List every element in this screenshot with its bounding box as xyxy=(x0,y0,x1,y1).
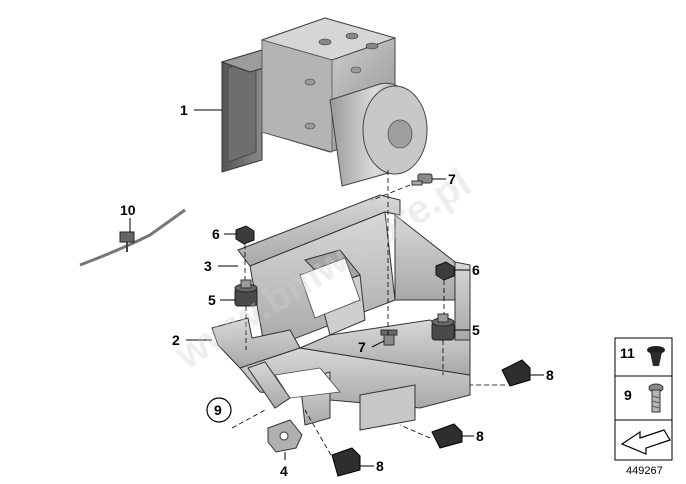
clip-bottom xyxy=(331,447,361,477)
legend-label-11: 11 xyxy=(620,345,635,361)
clip-right xyxy=(501,359,531,387)
diagram-number: 449267 xyxy=(626,465,663,477)
callout-8-bottom: 8 xyxy=(376,458,384,474)
callout-8-right: 8 xyxy=(546,367,554,383)
callout-9: 9 xyxy=(214,402,222,418)
screw-icon xyxy=(648,383,664,413)
callout-1: 1 xyxy=(180,102,188,118)
assembly-lines xyxy=(231,170,505,463)
legend-box-9 xyxy=(614,375,673,421)
push-rivet-icon xyxy=(647,346,665,366)
callout-10: 10 xyxy=(120,202,136,218)
abs-hydraulic-unit xyxy=(220,17,428,187)
rubber-mount-left xyxy=(234,279,258,307)
callout-6-left: 6 xyxy=(212,226,220,242)
callout-3: 3 xyxy=(204,258,212,274)
nut-right xyxy=(435,261,455,281)
legend-box-11 xyxy=(614,337,673,377)
parts-legend: 11 9 449267 xyxy=(614,337,673,477)
callout-7-bottom: 7 xyxy=(358,339,366,355)
callout-7-top: 7 xyxy=(448,171,456,187)
callout-9-circle xyxy=(206,397,232,423)
callout-labels: 1 2 3 4 5 5 6 6 7 7 8 8 8 9 10 xyxy=(120,102,554,479)
cable-holder xyxy=(267,419,303,453)
callout-6-right: 6 xyxy=(472,262,480,278)
cable-tie xyxy=(79,208,186,267)
direction-arrow-icon xyxy=(620,429,671,455)
rubber-mount-right xyxy=(431,313,455,341)
legend-label-9: 9 xyxy=(624,387,632,403)
nut-left xyxy=(235,225,255,245)
bracket-cutouts xyxy=(274,257,361,399)
bolt-bottom xyxy=(380,329,398,346)
callout-8-middle: 8 xyxy=(476,428,484,444)
mounting-bracket xyxy=(211,194,471,431)
callout-5-left: 5 xyxy=(208,292,216,308)
leader-lines xyxy=(129,109,544,467)
callout-2: 2 xyxy=(172,332,180,348)
callout-4: 4 xyxy=(280,463,288,479)
callout-5-right: 5 xyxy=(472,322,480,338)
clip-middle xyxy=(431,423,463,449)
